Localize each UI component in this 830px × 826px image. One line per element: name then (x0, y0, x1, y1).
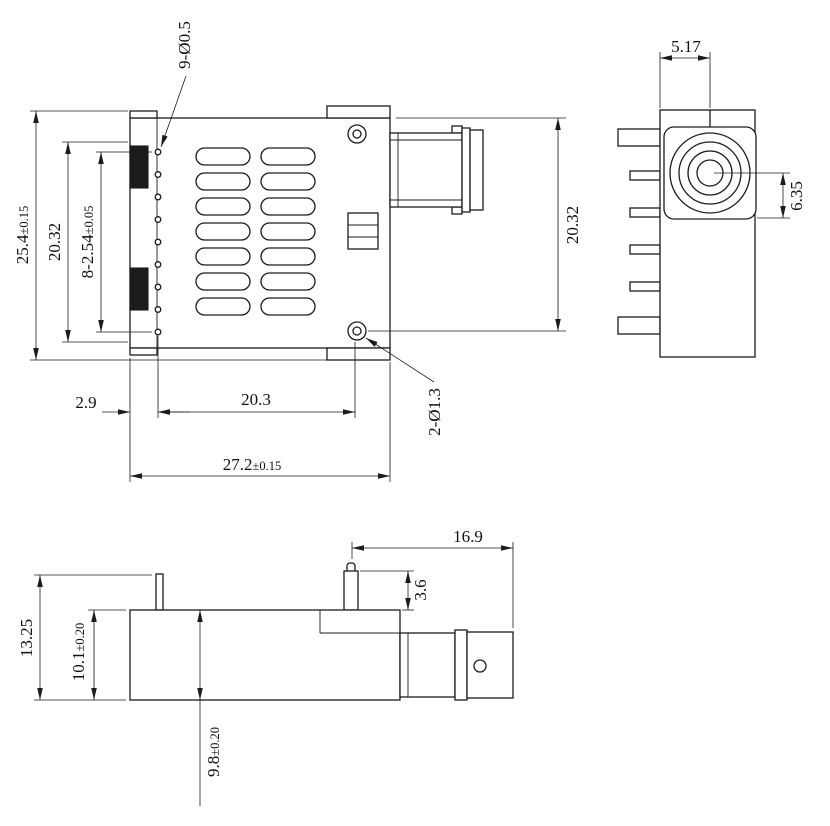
front-overall-width-label: 27.2±0.15 (223, 455, 282, 474)
bottom-body-height-tolerance: ±0.20 (73, 623, 87, 652)
bottom-body-height-value: 10.1 (69, 652, 88, 682)
front-hole-span-label: 20.3 (241, 390, 271, 409)
front-view: 9-Ø0.5 25.4±0.15 20.32 8-2.54±0.05 20.32… (13, 21, 582, 482)
leader-holes (160, 75, 187, 148)
side-center-offset-label: 6.35 (787, 181, 806, 211)
bottom-depth-tolerance: ±0.20 (208, 727, 222, 756)
front-dimension-lines (30, 75, 566, 482)
card-contact-upper (129, 145, 149, 189)
bottom-body-width-label: 16.9 (453, 527, 483, 546)
front-edge-offset-label: 2.9 (75, 393, 96, 412)
bottom-body (129, 562, 401, 701)
front-holes-label: 9-Ø0.5 (175, 21, 194, 69)
front-overall-height-tolerance: ±0.15 (17, 206, 31, 235)
front-right-height-label: 20.32 (563, 206, 582, 244)
bottom-post (343, 570, 359, 611)
bottom-depth-value: 9.8 (204, 756, 223, 777)
bottom-left-pin (155, 573, 164, 611)
front-overall-height-value: 25.4 (13, 234, 32, 264)
bottom-depth-label: 9.8±0.20 (204, 727, 223, 777)
front-pitch-value: 8-2.54 (78, 234, 97, 278)
side-view: 5.17 6.35 (617, 37, 806, 358)
bottom-body-height-label: 10.1±0.20 (69, 623, 88, 682)
bottom-bnc-connector (399, 629, 514, 701)
card-contact-lower (129, 267, 149, 311)
bayonet-stud (473, 659, 487, 673)
front-overall-height-label: 25.4±0.15 (13, 206, 32, 265)
front-pitch-tolerance: ±0.05 (82, 206, 96, 235)
front-mount-holes-label: 2-Ø1.3 (425, 388, 444, 436)
bottom-total-height-label: 13.25 (17, 619, 36, 657)
front-body (129, 105, 391, 361)
side-pins (617, 128, 661, 335)
front-overall-width-tolerance: ±0.15 (253, 459, 282, 473)
front-pitch-label: 8-2.54±0.05 (78, 206, 97, 279)
bottom-pin-height-label: 3.6 (411, 579, 430, 600)
bottom-dimension-lines (34, 542, 514, 806)
bottom-view: 16.9 3.6 13.25 10.1±0.20 9.8±0.20 (17, 527, 514, 806)
side-top-width-label: 5.17 (671, 37, 701, 56)
front-inner-height-label: 20.32 (45, 223, 64, 261)
front-vent-slots (195, 147, 316, 316)
front-bnc-connector (389, 125, 484, 215)
side-connector-rings (669, 132, 751, 214)
front-overall-width-value: 27.2 (223, 455, 253, 474)
front-pin-holes (154, 148, 162, 336)
side-dimension-lines (659, 52, 790, 219)
leader-mount-holes (365, 337, 435, 383)
